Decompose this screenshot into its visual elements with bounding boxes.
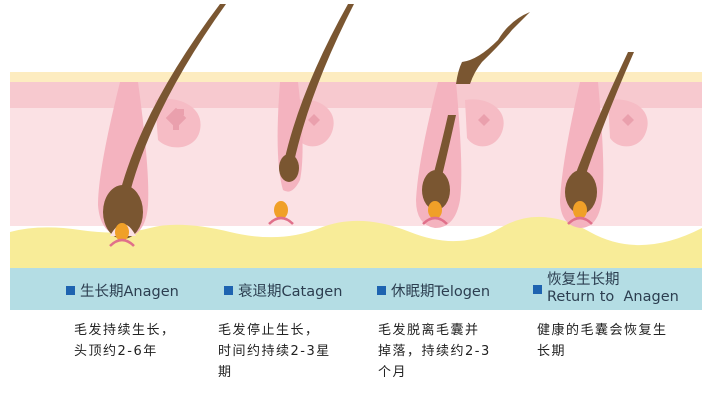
catagen-papilla-stem <box>268 216 294 225</box>
description-line: 掉落，持续约2-3 <box>378 344 491 359</box>
stage-label-anagen: 生长期Anagen <box>66 280 179 301</box>
return-hair-shaft <box>574 52 634 180</box>
telogen-hair-bulb <box>422 170 450 210</box>
anagen-hair-bulb <box>103 185 143 239</box>
return-gland-flower <box>622 114 634 126</box>
stage-description-return-anagen: 健康的毛囊会恢复生 长期 <box>537 320 668 362</box>
description-line: 期 <box>218 365 233 380</box>
stage-label-two-line: 恢复生长期 Return to Anagen <box>547 272 679 306</box>
catagen-dermal-papilla <box>274 201 288 219</box>
stage-label-text: 生长期Anagen <box>80 284 179 300</box>
description-line: 毛发脱离毛囊并 <box>378 323 480 338</box>
telogen-follicle <box>416 12 530 228</box>
stage-label-line1: 恢复生长期 <box>547 272 620 288</box>
return-dermal-papilla <box>573 201 587 219</box>
fat-layer <box>10 216 702 268</box>
description-line: 长期 <box>537 344 567 359</box>
stage-marker-square <box>66 286 75 295</box>
return-hair-bulb <box>565 170 597 214</box>
anagen-hair-shaft <box>118 4 226 200</box>
description-line: 个月 <box>378 365 408 380</box>
stage-description-anagen: 毛发持续生长， 头顶约2-6年 <box>74 320 176 362</box>
description-line: 时间约持续2-3星 <box>218 344 331 359</box>
stage-marker-square <box>224 286 233 295</box>
telogen-shed-hair <box>456 12 530 84</box>
stage-label-return-anagen: 恢复生长期 Return to Anagen <box>533 272 679 306</box>
anagen-gland-flower <box>165 107 187 130</box>
telogen-gland-flower <box>478 114 490 126</box>
stage-label-catagen: 衰退期Catagen <box>224 280 342 301</box>
return-anagen-follicle <box>560 52 648 228</box>
telogen-dermal-papilla <box>428 201 442 219</box>
stage-label-line2: Return to Anagen <box>547 289 679 305</box>
description-line: 毛发停止生长， <box>218 323 320 338</box>
description-line: 健康的毛囊会恢复生 <box>537 323 668 338</box>
stage-marker-square <box>377 286 386 295</box>
catagen-gland-flower <box>308 114 320 126</box>
top-skin-band <box>10 72 702 82</box>
catagen-follicle <box>268 4 354 225</box>
anagen-dermal-papilla <box>115 223 129 241</box>
stage-label-text: 衰退期Catagen <box>238 284 343 300</box>
catagen-hair-bulb <box>279 154 299 182</box>
anagen-follicle <box>98 4 226 247</box>
stage-description-telogen: 毛发脱离毛囊并 掉落，持续约2-3 个月 <box>378 320 491 383</box>
skin-cross-section <box>10 4 702 268</box>
stage-marker-square <box>533 284 542 294</box>
anagen-papilla-stem <box>109 238 135 247</box>
stage-label-telogen: 休眠期Telogen <box>377 280 490 301</box>
description-line: 毛发持续生长， <box>74 323 176 338</box>
stage-description-catagen: 毛发停止生长， 时间约持续2-3星 期 <box>218 320 331 383</box>
return-papilla-stem <box>567 216 593 225</box>
stage-label-text: 休眠期Telogen <box>391 284 491 300</box>
catagen-hair-shaft <box>284 4 354 162</box>
telogen-papilla-stem <box>422 216 448 225</box>
description-line: 头顶约2-6年 <box>74 344 158 359</box>
telogen-hair-shaft <box>432 115 456 180</box>
stage-label-bar <box>10 268 702 310</box>
